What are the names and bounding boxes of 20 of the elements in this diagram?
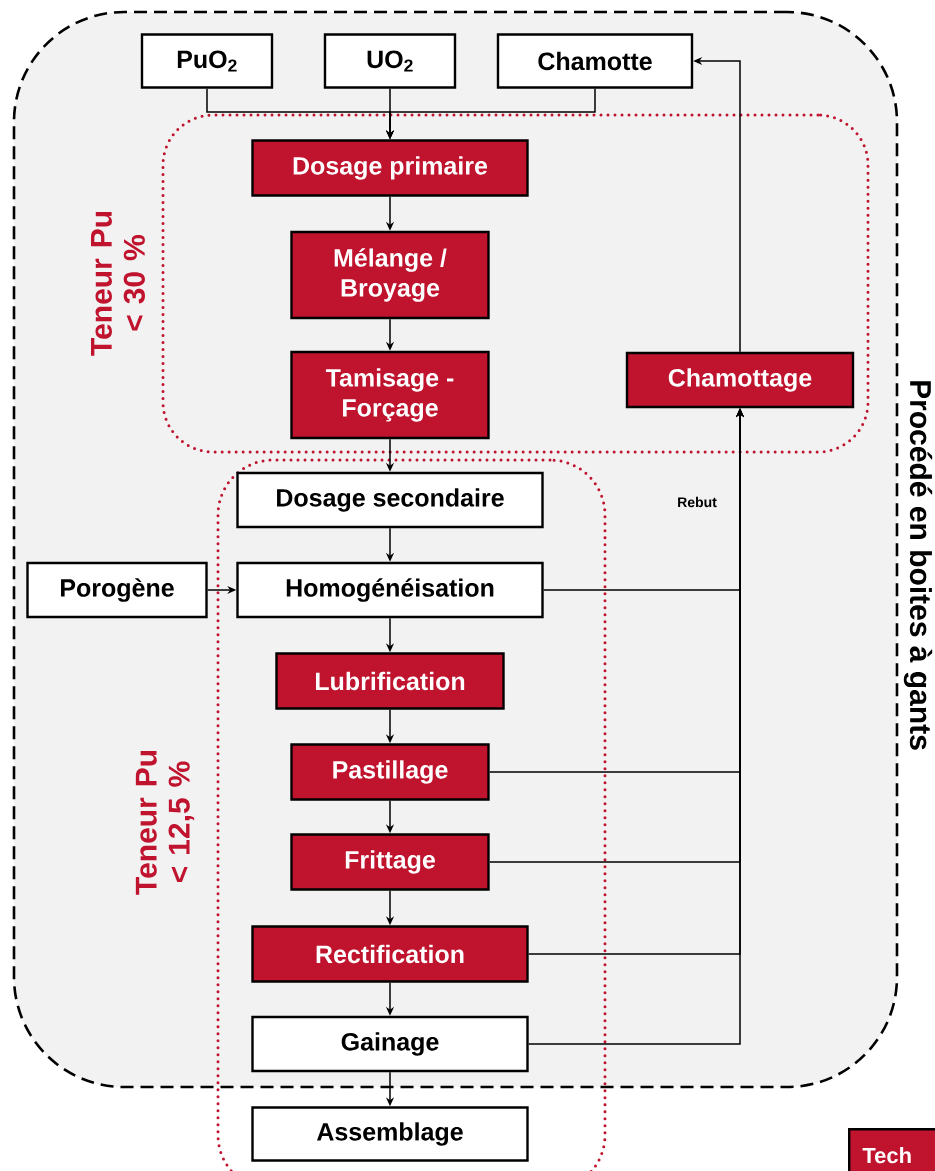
process-box: Mélange / Broyage (290, 230, 490, 320)
node-label: Teneur Pu < 30 % (91, 211, 145, 356)
process-box: Pastillage (290, 743, 490, 801)
process-box: UO$_{2}$ (323, 33, 457, 89)
process-box: Frittage (290, 833, 490, 891)
process-box: Gainage (251, 1015, 529, 1073)
legend-box: Tech (848, 1128, 935, 1171)
process-box: Lubrification (275, 652, 505, 710)
process-box: Chamotte (496, 33, 694, 89)
process-box: Dosage primaire (251, 139, 529, 197)
process-box: Assemblage (251, 1106, 529, 1162)
process-box: Homogénéisation (236, 561, 544, 619)
node-label: Teneur Pu < 12,5 % (135, 750, 195, 895)
process-box: Rectification (251, 925, 529, 983)
process-box: Tamisage - Forçage (290, 350, 490, 440)
node-label: Procédé en boites à gants (903, 381, 933, 750)
process-box: PuO$_{2}$ (140, 33, 274, 89)
process-box: Porogène (26, 561, 208, 619)
process-box: Dosage secondaire (236, 471, 544, 529)
process-box: Chamottage (625, 351, 855, 409)
